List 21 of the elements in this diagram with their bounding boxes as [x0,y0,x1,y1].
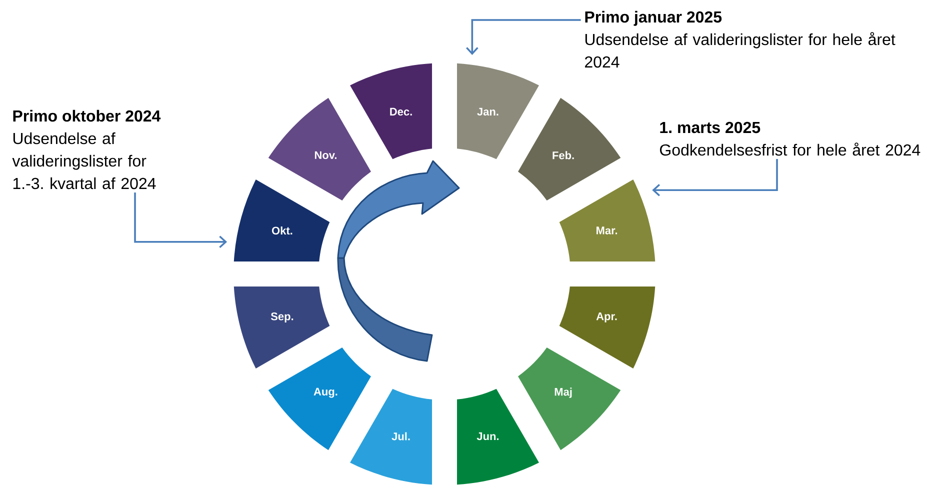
month-segment: Jan. [457,63,539,160]
callout-heading: Primo oktober 2024 [13,110,161,122]
month-segment: Nov. [268,98,371,200]
month-segment: Mar. [559,180,656,262]
arrow [134,192,228,248]
month-segment: Dec. [350,63,432,160]
month-segment: Sep. [234,286,330,368]
callout-text: Godkendelsesfrist for hele året 2024 [660,142,920,156]
month-segment: Jul. [350,388,432,485]
arrow [466,19,581,56]
callout-heading: 1. marts 2025 [660,122,760,134]
month-segment: Aug. [268,348,371,450]
month-segment: Feb. [518,98,621,200]
month-segment: Apr. [559,286,656,368]
callout-heading: Primo januar 2025 [585,10,722,26]
callout-text: Udsendelse af valideringslister for hele året 2024 [585,32,896,68]
callout-text: Udsendelse af valideringslister for 1.-3. kvartal af 2024 [12,132,156,190]
month-segment: Okt. [234,180,330,262]
arrow [652,159,778,196]
month-segment: Jun. [457,388,539,485]
month-segment: Maj [518,348,621,450]
